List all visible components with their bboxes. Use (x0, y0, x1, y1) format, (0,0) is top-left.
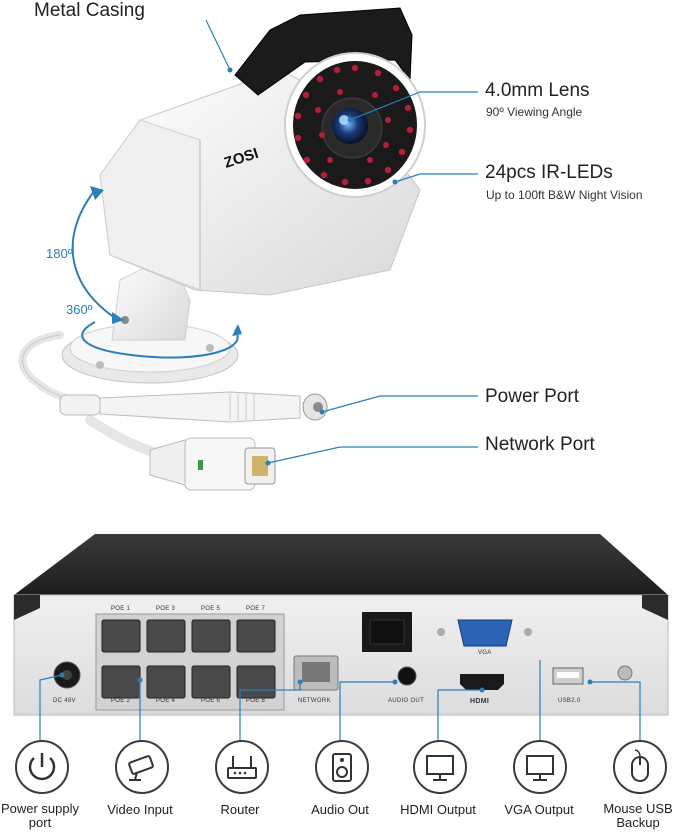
speaker-icon (315, 740, 369, 794)
tilt-degree-label: 180º (46, 246, 73, 261)
mouse-icon (613, 740, 667, 794)
network-label: NETWORK (298, 698, 331, 704)
monitor-icon (413, 740, 467, 794)
power-connector (59, 391, 328, 423)
poe6-label: POE 6 (201, 698, 221, 704)
feature-label-mouse: Mouse USB Backup (603, 801, 673, 830)
poe3-label: POE 3 (156, 606, 176, 612)
feature-label-router: Router (220, 802, 260, 817)
feature-label-hdmi: HDMI Output (400, 802, 476, 817)
pan-degree-label: 360º (66, 302, 93, 317)
nvr-illustration (13, 534, 669, 716)
pan-arrow (81, 321, 239, 359)
tilt-arrow (71, 189, 119, 321)
ir-leds-sub-label: Up to 100ft B&W Night Vision (486, 188, 643, 202)
nvr-top (14, 534, 668, 595)
hdmi-label: HDMI (470, 698, 490, 705)
feature-label-audio: Audio Out (311, 802, 369, 817)
camera-icon (115, 740, 169, 794)
metal-casing-label: Metal Casing (34, 0, 145, 21)
poe1-label: POE 1 (111, 606, 131, 612)
network-port-label: Network Port (485, 434, 595, 455)
poe-ports (101, 619, 276, 699)
power-icon (15, 740, 69, 794)
router-icon (215, 740, 269, 794)
poe5-label: POE 5 (201, 606, 221, 612)
feature-label-video: Video Input (107, 802, 173, 817)
callout-lines (205, 19, 478, 464)
audio-out-label: AUDIO OUT (388, 698, 425, 704)
poe8-label: POE 8 (246, 698, 266, 704)
lens-label: 4.0mm Lens (485, 80, 590, 101)
feature-label-vga: VGA Output (504, 802, 574, 817)
vga-label: VGA (478, 650, 492, 656)
usb-label: USB2.0 (558, 698, 581, 704)
camera-illustration: ZOSI (18, 7, 478, 491)
poe2-label: POE 2 (111, 698, 131, 704)
ir-led-ring (294, 64, 414, 186)
audio-jack (397, 666, 417, 686)
poe4-label: POE 4 (156, 698, 176, 704)
vga-port (457, 619, 513, 647)
monitor-icon (513, 740, 567, 794)
feature-label-power: Power supply port (0, 801, 80, 830)
network-connector (149, 437, 276, 491)
ir-leds-label: 24pcs IR-LEDs (485, 162, 613, 183)
camera-body: ZOSI (99, 7, 426, 296)
feature-connector-lines (39, 660, 641, 745)
lens-sub-label: 90º Viewing Angle (486, 105, 583, 119)
hdmi-port (460, 674, 504, 690)
power-port-label: Power Port (485, 386, 579, 407)
dc-label: DC 48V (53, 698, 76, 704)
poe7-label: POE 7 (246, 606, 266, 612)
